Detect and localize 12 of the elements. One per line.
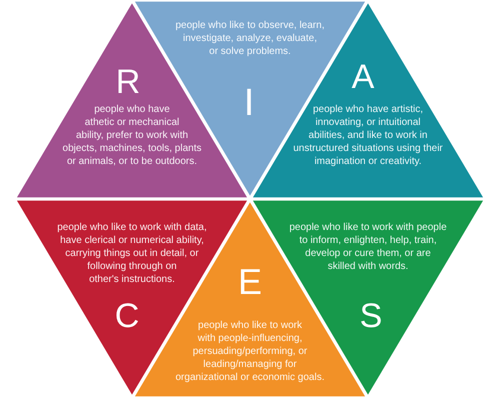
description-text: people who like to work with people to inform, enlighten, help, train, develop or cure them, or are skilled with words.: [289, 222, 447, 272]
code-letter: E: [238, 264, 262, 300]
code-letter: I: [244, 84, 254, 122]
code-letter: C: [114, 299, 140, 333]
description-text: people who like to observe, learn, investigate, analyze, evaluate, or solve problems.: [176, 20, 324, 57]
description-text: people who like to work with people-influencing, persuading/performing, or leading/managing for organizational or economic goals.: [176, 320, 324, 383]
description-text: people who have artistic, innovating, or intuitional abilities, and like to work in unstructured situations using their imagination or creativity.: [293, 104, 443, 167]
description-text: people who have athetic or mechanical ability, prefer to work with objects, machines, tools, plants or animals, or to be outdoors.: [62, 104, 202, 167]
code-letter: S: [360, 299, 382, 333]
description-text: people who like to work with data, have clerical or numerical ability, carrying things out in detail, or following through on other's instructions.: [57, 222, 207, 285]
code-letter: R: [116, 65, 140, 99]
code-letter: A: [352, 60, 374, 94]
